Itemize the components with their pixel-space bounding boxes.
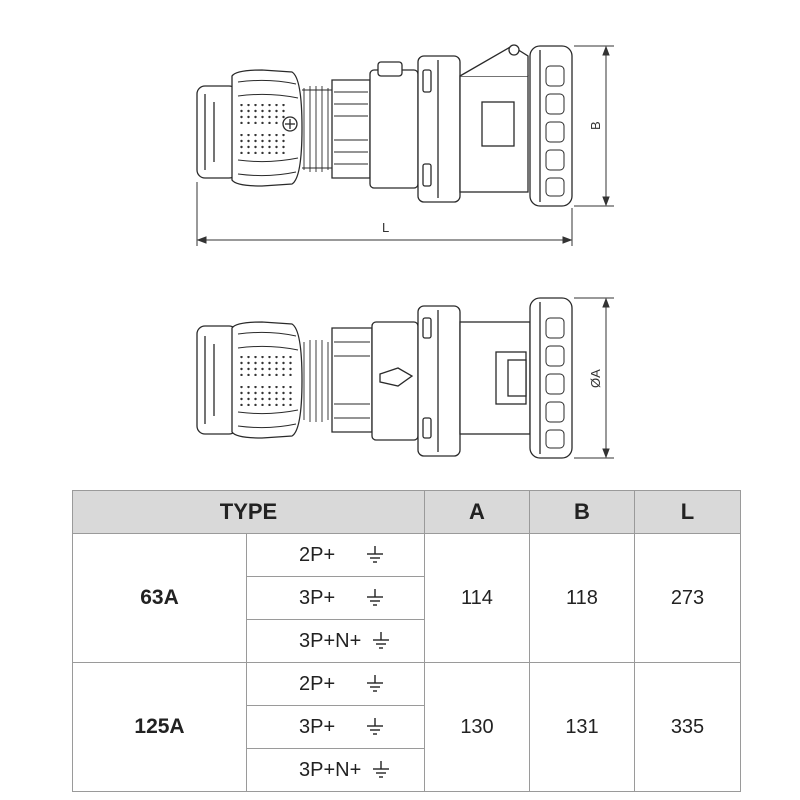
config-label: 2P+ <box>299 672 336 695</box>
earth-ground-icon <box>367 589 383 606</box>
value-a: 114 <box>424 533 530 663</box>
value-b: 118 <box>529 533 635 663</box>
config-cell: 2P+ <box>246 533 425 577</box>
config-label: 3P+N+ <box>299 758 362 781</box>
table-row: 3P+N+ <box>73 748 741 792</box>
config-cell: 3P+ <box>246 576 425 620</box>
config-cell: 3P+N+ <box>246 619 425 663</box>
dimension-A <box>574 297 614 459</box>
header-a: A <box>424 490 530 534</box>
dimension-L-label: L <box>382 220 389 235</box>
dimension-B-label: B <box>588 121 603 130</box>
earth-ground-icon <box>367 718 383 735</box>
config-label: 3P+N+ <box>299 629 362 652</box>
technical-drawing: L B <box>196 44 614 459</box>
earth-ground-icon <box>367 546 383 563</box>
earth-ground-icon <box>373 761 390 778</box>
rating-cell: 63A <box>72 533 247 663</box>
table-header-row: TYPE A B L <box>72 490 741 534</box>
config-label: 3P+ <box>299 715 336 738</box>
plug-top-view <box>196 297 573 459</box>
value-l: 335 <box>634 662 741 792</box>
value-a: 130 <box>424 662 530 792</box>
plug-side-view <box>196 44 573 207</box>
dimension-B <box>574 45 614 207</box>
config-cell: 2P+ <box>246 662 425 706</box>
config-cell: 3P+N+ <box>246 748 425 792</box>
config-cell: 3P+ <box>246 705 425 749</box>
table-row: 125A 2P+ 130 131 335 <box>72 662 741 792</box>
earth-ground-icon <box>373 632 390 649</box>
spec-table: TYPE A B L 63A 2P+ 114 118 273 3P+ 3P+N+… <box>72 490 741 792</box>
table-row: 3P+N+ <box>73 619 741 663</box>
config-label: 3P+ <box>299 586 336 609</box>
header-b: B <box>529 490 635 534</box>
earth-ground-icon <box>367 675 383 692</box>
dimension-L <box>196 182 573 246</box>
value-b: 131 <box>529 662 635 792</box>
config-label: 2P+ <box>299 543 336 566</box>
table-row: 63A 2P+ 114 118 273 <box>72 533 741 663</box>
header-l: L <box>634 490 741 534</box>
value-l: 273 <box>634 533 741 663</box>
table-row: 3P+ <box>73 705 741 749</box>
rating-cell: 125A <box>72 662 247 792</box>
header-type: TYPE <box>72 490 425 534</box>
dimension-A-label: ØA <box>588 369 603 388</box>
